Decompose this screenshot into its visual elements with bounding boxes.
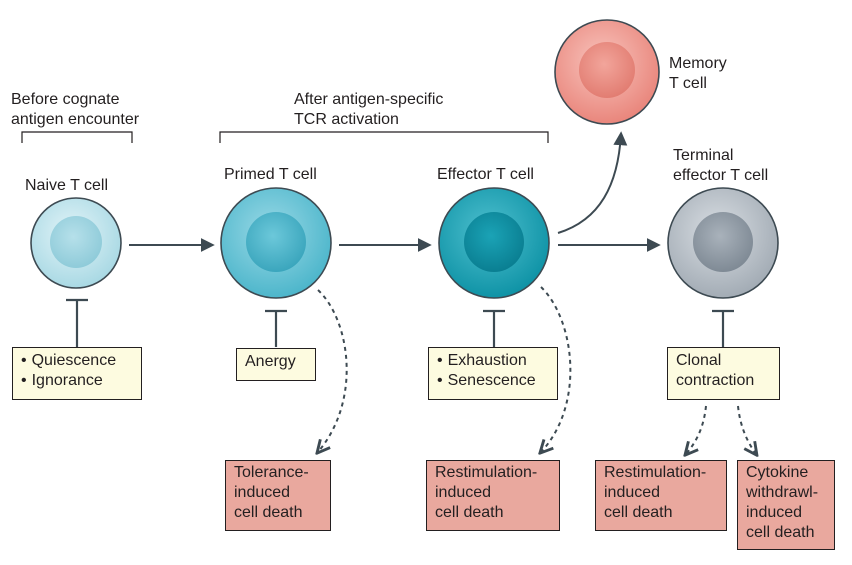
cytokine-line1: Cytokine [746,464,809,481]
tolerance-death-box: Tolerance- induced cell death [225,460,331,531]
inhibit-primed [265,309,287,347]
naive-cell-label: Naive T cell [25,177,108,194]
bracket-before [21,131,133,143]
primed-cell-label: Primed T cell [224,166,317,183]
state-exhaustion: Exhaustion [437,351,549,371]
arrow-effector-to-memory [557,131,628,234]
bracket-before-label: Before cognate antigen encounter [11,90,139,130]
restimulation-death-box-terminal: Restimulation- induced cell death [595,460,727,531]
tolerance-line2: induced [234,484,291,501]
tolerance-line3: cell death [234,504,303,521]
inhibit-effector [483,309,505,347]
terminal-state-box: Clonal contraction [667,347,780,400]
state-anergy: Anergy [245,353,296,370]
inhibit-terminal [712,309,734,347]
restimulation-death-box-effector: Restimulation- induced cell death [426,460,560,531]
terminal-effector-t-cell [667,187,779,299]
memory-cell-label: Memory T cell [669,54,727,94]
naive-t-cell [30,197,122,289]
bracket-after-line2: TCR activation [294,111,399,128]
primed-state-box: Anergy [236,348,316,381]
bracket-after [219,131,549,143]
primed-t-cell [220,187,332,299]
dashed-arrow-primed-death [318,289,348,452]
bracket-before-line2: antigen encounter [11,111,140,128]
cytokine-line2: withdrawl- [746,484,819,501]
cytokine-line4: cell death [746,524,815,541]
terminal-label-line1: Terminal [673,147,734,164]
bracket-after-label: After antigen-specific TCR activation [294,90,443,130]
dashed-arrow-terminal-restim [686,405,707,454]
terminal-cell-label: Terminal effector T cell [673,146,768,186]
memory-t-cell [554,19,660,125]
dashed-arrow-terminal-cytokine [737,405,756,454]
cytokine-line3: induced [746,504,803,521]
memory-label-line1: Memory [669,55,727,72]
restim-terminal-line1: Restimulation- [604,464,707,481]
state-senescence: Senescence [437,371,549,391]
tolerance-line1: Tolerance- [234,464,309,481]
bracket-after-line1: After antigen-specific [294,91,444,108]
cytokine-death-box: Cytokine withdrawl- induced cell death [737,460,835,550]
terminal-label-line2: effector T cell [673,167,769,184]
bracket-before-line1: Before cognate [11,91,120,108]
effector-cell-label: Effector T cell [437,166,534,183]
restim-effector-line1: Restimulation- [435,464,538,481]
dashed-arrow-effector-death [541,286,572,452]
memory-label-line2: T cell [669,75,707,92]
restim-terminal-line2: induced [604,484,661,501]
naive-state-box: Quiescence Ignorance [12,347,142,400]
effector-state-box: Exhaustion Senescence [428,347,558,400]
restim-effector-line3: cell death [435,504,504,521]
inhibit-naive [66,298,88,347]
effector-t-cell [438,187,550,299]
state-clonal: Clonal [676,352,722,369]
state-quiescence: Quiescence [21,351,133,371]
state-ignorance: Ignorance [21,371,133,391]
state-contraction: contraction [676,372,755,389]
restim-effector-line2: induced [435,484,492,501]
restim-terminal-line3: cell death [604,504,673,521]
